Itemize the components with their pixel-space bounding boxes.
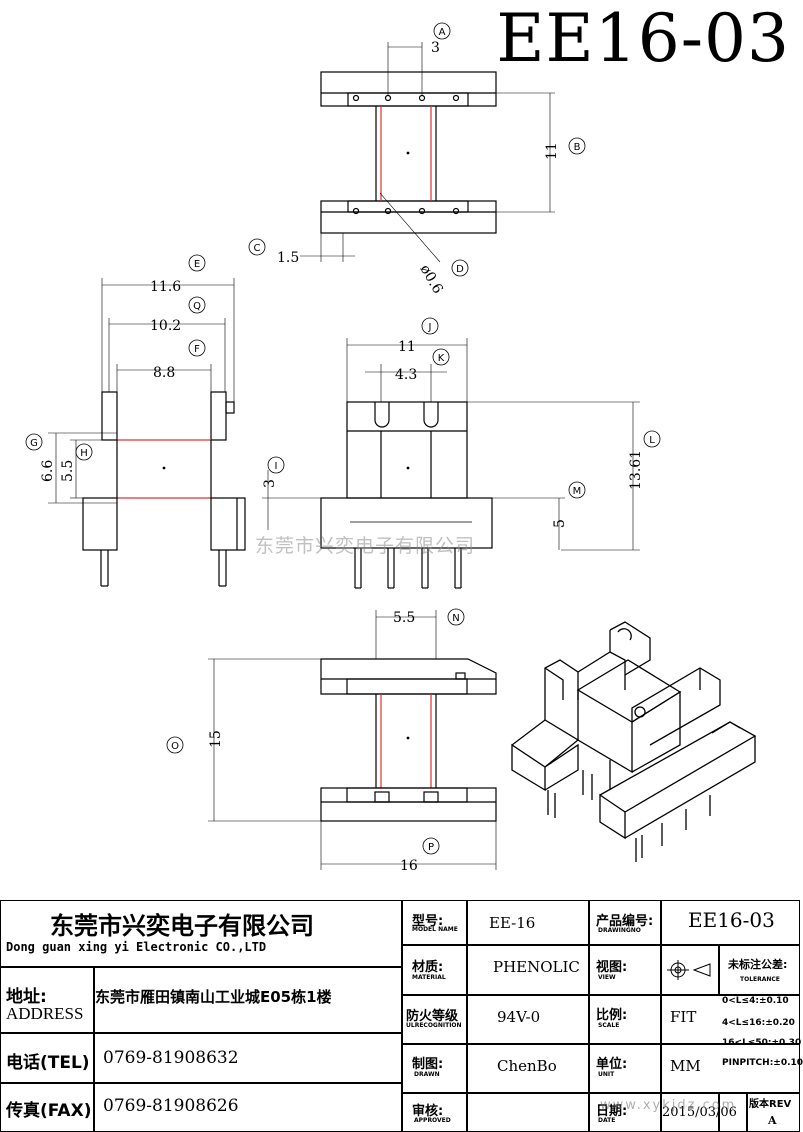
drawn-label-cn: 制图: [412, 1057, 444, 1072]
date-value: 2015/03/06 [662, 1105, 737, 1120]
fax-label: 传真(FAX) [6, 1101, 92, 1121]
unit-label-en: UNIT [598, 1071, 615, 1078]
rev-label: 版本REV [749, 1099, 792, 1110]
date-label-cn: 日期: [596, 1104, 628, 1119]
model-value: EE-16 [489, 914, 536, 932]
scale-label-cn: 比例: [596, 1008, 628, 1023]
tolerance-3: 16<L≤50:±0.30 [722, 1038, 802, 1048]
callout-q: Q [193, 301, 201, 312]
drawn-label-en: DRAWN [414, 1071, 440, 1078]
tolerance-1: 0<L≤4:±0.10 [722, 996, 789, 1006]
address-label-en: ADDRESS [6, 1004, 84, 1023]
material-label-cn: 材质: [412, 960, 444, 975]
view-label-cn: 视图: [596, 960, 628, 975]
model-label-en: MODEL NAME [412, 926, 458, 933]
dim-f: 8.8 [153, 365, 175, 381]
callout-i: I [275, 461, 278, 472]
callout-j: J [428, 322, 432, 333]
company-watermark: 东莞市兴奕电子有限公司 [255, 535, 476, 557]
tolerance-label-en: TOLERANCE [740, 976, 780, 983]
material-value: PHENOLIC [493, 958, 580, 976]
address-value: 东莞市雁田镇南山工业城E05栋1楼 [95, 988, 332, 1006]
callout-d: D [456, 264, 464, 275]
dim-l: 13.61 [628, 450, 644, 490]
dim-b: 11 [544, 142, 560, 160]
company-name-en: Dong guan xing yi Electronic CO.,LTD [6, 940, 267, 954]
address-label-cn: 地址: [6, 987, 47, 1007]
rev-value: A [768, 1114, 777, 1127]
top-view [300, 42, 555, 263]
flame-value: 94V-0 [497, 1008, 541, 1026]
callout-h: H [80, 448, 88, 459]
unit-label-cn: 单位: [596, 1057, 628, 1072]
callout-o: O [171, 741, 179, 752]
dim-k: 4.3 [395, 367, 417, 383]
dim-m: 5 [552, 519, 568, 528]
callout-p: P [428, 842, 434, 853]
callout-k: K [438, 353, 445, 364]
dim-e: 11.6 [150, 279, 181, 295]
material-label-en: MATERIAL [412, 974, 446, 981]
tel-label: 电话(TEL) [6, 1053, 90, 1073]
technical-drawing: A B C D E Q F G H I J K L M N O P 3 11 1… [25, 22, 757, 874]
callout-n: N [452, 613, 459, 624]
scale-value: FIT [670, 1008, 697, 1026]
site-watermark: www.xykjdz.com [600, 1098, 737, 1113]
flame-label-cn: 防火等级 [406, 1009, 459, 1024]
approved-label-en: APPROVED [414, 1117, 451, 1124]
callout-b: B [574, 142, 581, 153]
dim-o: 15 [208, 730, 224, 748]
callout-c: C [254, 243, 261, 254]
callout-l: L [649, 435, 655, 446]
callout-circles [25, 22, 661, 855]
callout-m: M [573, 486, 582, 497]
dimension-values: 3 11 1.5 ø0.6 11.6 10.2 8.8 6.6 5.5 3 11… [40, 40, 644, 874]
tel-value: 0769-81908632 [103, 1048, 239, 1068]
dim-c: 1.5 [277, 250, 299, 266]
tolerance-2: 4<L≤16:±0.20 [722, 1018, 795, 1028]
dim-q: 10.2 [150, 318, 181, 334]
unit-value: MM [670, 1057, 701, 1075]
drawn-value: ChenBo [497, 1057, 557, 1075]
date-label-en: DATE [598, 1117, 616, 1124]
dim-n: 5.5 [393, 610, 415, 626]
dim-j: 11 [398, 339, 416, 355]
callout-g: G [30, 438, 38, 449]
fax-value: 0769-81908626 [103, 1096, 239, 1116]
drawingno-label-cn: 产品编号: [596, 914, 654, 929]
approved-label-cn: 审核: [412, 1104, 444, 1119]
tolerance-label-cn: 未标注公差: [728, 958, 788, 971]
scale-label-en: SCALE [598, 1022, 620, 1029]
callout-f: F [194, 344, 200, 355]
drawingno-value: EE16-03 [688, 908, 775, 932]
view-label-en: VIEW [598, 974, 616, 981]
dim-g: 6.6 [40, 460, 56, 482]
drawingno-label-en: DRAWINGNO [598, 927, 641, 934]
model-label-cn: 型号: [412, 914, 444, 929]
company-name-cn: 东莞市兴奕电子有限公司 [50, 912, 314, 940]
title-block: 东莞市兴奕电子有限公司 Dong guan xing yi Electronic… [0, 900, 803, 1132]
projection-symbol-icon [667, 960, 711, 980]
front-view [262, 338, 640, 589]
dim-a: 3 [431, 40, 440, 56]
bottom-view [208, 610, 497, 870]
callout-e: E [194, 259, 200, 270]
dim-d: ø0.6 [417, 262, 446, 297]
isometric-view [511, 621, 757, 862]
callout-letters: A B C D E Q F G H I J K L M N O P [30, 27, 655, 853]
dim-i: 3 [262, 479, 278, 488]
dim-h: 5.5 [60, 460, 76, 482]
flame-label-en: ULRECOGNITION [406, 1022, 462, 1029]
drawing-title: EE16-03 [496, 0, 790, 77]
dim-p: 16 [400, 858, 418, 874]
tolerance-4: PINPITCH:±0.10 [722, 1058, 803, 1068]
callout-a: A [439, 27, 446, 38]
side-view [48, 278, 246, 587]
